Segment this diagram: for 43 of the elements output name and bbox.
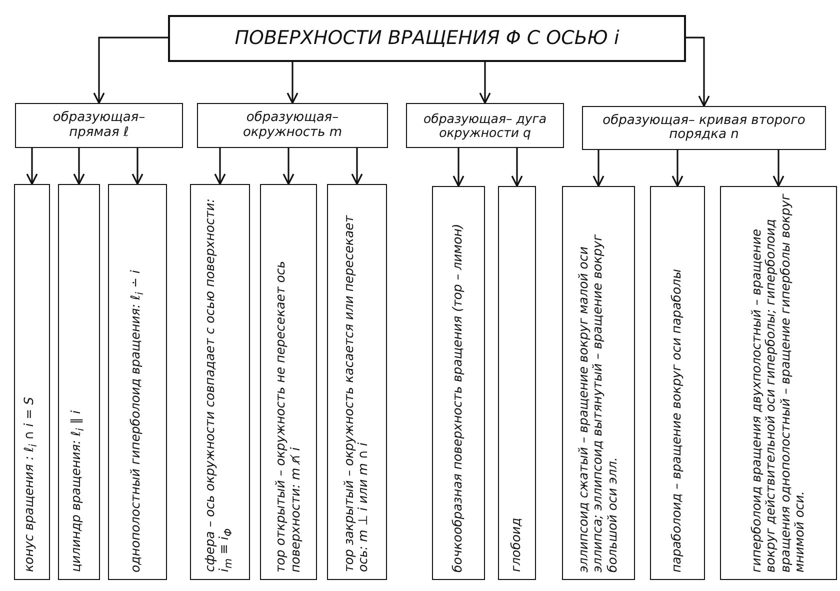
item-text: бочкообразная поверхность вращения (тор – лимон) (450, 222, 466, 572)
item-box (432, 186, 485, 580)
arrow (214, 148, 226, 185)
item-box (562, 186, 635, 580)
category-text: образующая– кривая второго порядка n (602, 114, 806, 142)
item-box (498, 186, 536, 580)
category-text: образующая– прямая ℓ (52, 111, 146, 140)
arrow (93, 36, 168, 104)
item-box (650, 186, 705, 580)
item-box (14, 184, 50, 580)
arrow (452, 148, 464, 187)
item-text: гиперболоид вращения двухполостный – вращение вокруг действительной оси гиперболы; гиперболоид вращения однополостный – вращение гиперболы вокруг мнимой оси. (749, 192, 807, 572)
item-text: тор закрытый – окружность касается или пересекает ось: m ⊥ i или m ∩ i (342, 214, 371, 572)
item-box (327, 184, 387, 580)
arrow (479, 62, 491, 104)
category-box (197, 103, 388, 148)
arrow (282, 148, 294, 185)
arrow (73, 148, 85, 185)
item-box (58, 184, 100, 580)
item-box (720, 186, 837, 580)
title-text: ПОВЕРХНОСТИ ВРАЩЕНИЯ Φ С ОСЬЮ i (234, 28, 620, 49)
arrow (351, 148, 363, 185)
item-text: параболоид – вращение вокруг оси параболы (670, 268, 684, 572)
item-box (260, 184, 317, 580)
category-box (15, 103, 183, 148)
category-box (582, 106, 826, 150)
title-box (168, 15, 686, 62)
item-text: эллипсоид сжатый – вращение вокруг малой оси эллипса; эллипсоид вытянутый – вращение вокруг большой оси элл. (576, 233, 620, 572)
arrow (592, 150, 604, 187)
arrow (772, 150, 784, 187)
arrow (286, 62, 298, 104)
arrow (26, 148, 38, 185)
item-box (108, 184, 167, 580)
category-text: образующая– дуга окружности q (422, 112, 548, 140)
arrow (672, 150, 684, 187)
category-text: образующая– окружность m (242, 111, 344, 140)
arrow (686, 36, 710, 107)
item-text: тор открытый – окружность не пересекает ось поверхности: m ∩̸ i (274, 260, 302, 572)
item-text: глобоид (509, 517, 524, 572)
arrow (132, 148, 144, 185)
arrow (511, 148, 523, 187)
category-box (406, 103, 564, 148)
item-box (190, 184, 250, 580)
